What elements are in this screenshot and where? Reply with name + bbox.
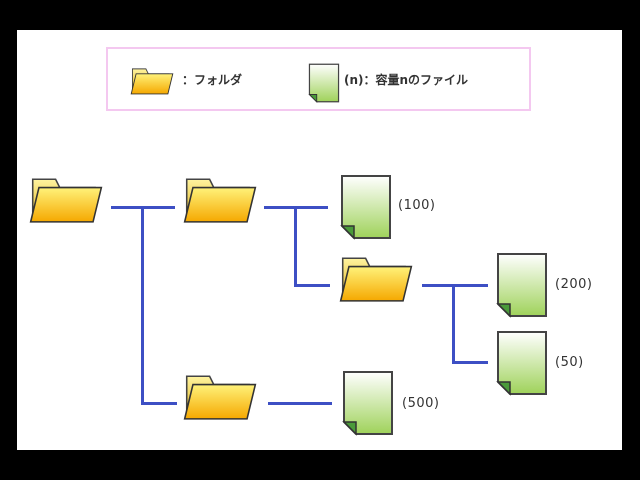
connector [422, 284, 488, 287]
connector [141, 206, 144, 404]
file-size-label: (500) [402, 396, 440, 411]
connector [294, 284, 330, 287]
file-size-label: (100) [398, 198, 436, 213]
legend-file-icon [308, 63, 340, 103]
connector [294, 206, 297, 286]
connector [452, 361, 488, 364]
root-folder-icon [28, 173, 104, 225]
legend-box: ：フォルダ (n)：容量nのファイル [106, 47, 531, 111]
file-icon [342, 369, 394, 437]
connector [452, 284, 455, 363]
legend-file-label: (n)：容量nのファイル [344, 73, 469, 87]
legend-folder-icon [130, 65, 174, 96]
file-icon [496, 328, 548, 398]
connector [141, 402, 177, 405]
file-icon [496, 250, 548, 320]
file-size-label: (50) [555, 355, 584, 370]
connector [268, 402, 332, 405]
file-icon [340, 172, 392, 242]
legend-folder-label: ：フォルダ [182, 73, 243, 87]
folder-icon [182, 173, 258, 225]
folder-icon [182, 370, 258, 422]
folder-icon [338, 252, 414, 304]
file-size-label: (200) [555, 277, 593, 292]
